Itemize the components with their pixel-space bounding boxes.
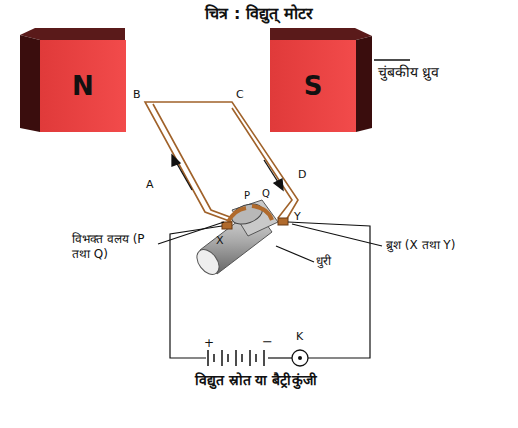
commutator-shaft — [192, 200, 288, 279]
current-arrows — [172, 155, 283, 190]
brush-letter: Y — [294, 210, 301, 224]
battery-label: विद्युत स्रोत या बैट्री — [178, 372, 308, 390]
pole-letter: S — [304, 70, 323, 103]
circuit-wire — [170, 222, 370, 358]
key-letter: K — [296, 330, 303, 344]
diagram-title: चित्र : विद्युत् मोटर — [0, 4, 518, 24]
split-ring-label: विभक्त वलय (P तथा Q) — [72, 232, 162, 262]
corner-letter: C — [236, 88, 244, 102]
key-symbol — [292, 350, 308, 366]
magnet-pole: N — [40, 40, 126, 132]
terminal-sign: − — [262, 334, 273, 350]
north-magnet — [20, 28, 126, 132]
magnet-pole: S — [270, 40, 356, 132]
ring-letter: Q — [262, 188, 270, 201]
brush-letter: X — [216, 234, 224, 248]
pole-letter: N — [72, 70, 94, 103]
ring-letter: P — [244, 190, 250, 203]
terminal-sign: + — [204, 336, 214, 351]
key-label: कुंजी — [292, 372, 317, 390]
battery-symbol — [208, 350, 264, 366]
corner-letter: B — [133, 88, 141, 102]
corner-letter: D — [298, 168, 306, 182]
pole-marker-line — [374, 59, 410, 61]
coil — [145, 102, 298, 222]
leader-lines — [158, 222, 382, 262]
pole-label: चुंबकीय ध्रुव — [378, 64, 513, 82]
corner-letter: A — [146, 178, 154, 192]
brush-label: ब्रुश (X तथा Y) — [386, 238, 486, 253]
south-magnet — [270, 28, 372, 132]
axle-label: धुरी — [316, 254, 331, 269]
